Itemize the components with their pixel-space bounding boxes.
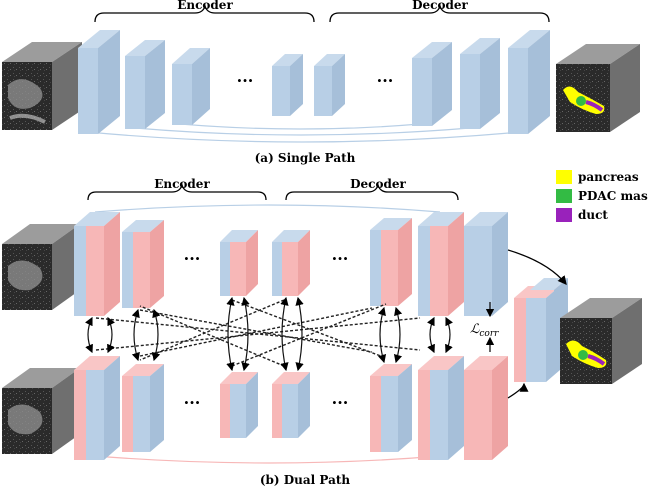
legend-swatch-pdac-mass: [556, 189, 572, 203]
legend-label-duct: duct: [578, 208, 608, 222]
dual-input-ct-top: [2, 224, 80, 310]
dual-encoder-label: Encoder: [154, 177, 210, 191]
decoder-brace: [329, 3, 550, 23]
dual-decoder-brace: [285, 182, 459, 201]
decoder-block-3: [460, 38, 500, 129]
dual-path-group: Encoder Decoder: [2, 177, 642, 487]
cross-connection: [139, 307, 373, 357]
top-encoder-block-2: [122, 220, 164, 308]
skip-connection-3: [179, 123, 421, 130]
vertical-exchanges: [85, 296, 453, 372]
encoder-brace: [94, 3, 315, 23]
legend-swatch-pancreas: [556, 170, 572, 184]
exchange-arrow: [445, 316, 453, 354]
bottom-decoder-block-3: [418, 356, 464, 460]
single-path-group: Encoder Decoder: [2, 0, 640, 165]
loss-subscript: corr: [479, 329, 499, 339]
top-to-fusion-arrow: [507, 249, 567, 286]
bottom-path-skip: [94, 455, 441, 464]
exchange-arrow: [85, 316, 93, 354]
skip-connection-1: [87, 131, 521, 143]
cross-connection: [139, 299, 285, 361]
fusion-block: [514, 278, 568, 382]
input-ct-volume: [2, 42, 82, 130]
bottom-decoder-block-2: [370, 364, 412, 452]
bottom-encoder-block-2: [122, 364, 164, 452]
cross-connection: [139, 305, 285, 367]
exchange-arrow: [427, 316, 435, 354]
exchange-arrow: [107, 316, 115, 354]
cross-connection: [231, 303, 387, 367]
legend-swatch-duct: [556, 208, 572, 222]
legend: pancreas PDAC mass duct: [556, 170, 648, 222]
top-decoder-block-3: [418, 212, 464, 316]
dual-encoder-brace: [87, 182, 267, 201]
cross-path-connections: [95, 299, 421, 367]
decoder-block-2: [412, 42, 452, 126]
loss-symbol: ℒ: [470, 322, 480, 337]
dual-input-ct-bottom: [2, 368, 80, 454]
decoder-block-1: [314, 54, 345, 116]
bottom-encoder-block-1: [74, 356, 120, 460]
decoder-label: Decoder: [412, 0, 468, 12]
top-ellipsis-encoder: ···: [184, 249, 201, 268]
bottom-decoder-block-1: [272, 372, 310, 438]
exchange-arrow: [377, 306, 387, 364]
encoder-block-2: [125, 40, 165, 129]
output-segmentation-volume: [556, 44, 640, 132]
bottom-ellipsis-encoder: ···: [184, 393, 201, 412]
encoder-block-1: [78, 30, 120, 134]
cross-connection: [95, 317, 421, 351]
encoder-label: Encoder: [177, 0, 233, 12]
decoder-block-4: [508, 30, 550, 134]
caption-dual-path: (b) Dual Path: [260, 473, 351, 487]
loss-label: ℒcorr: [470, 322, 499, 339]
legend-label-pdac-mass: PDAC mass: [578, 189, 648, 203]
top-encoder-block-1: [74, 212, 120, 316]
encoder-block-3: [172, 48, 210, 125]
skip-connection-2: [134, 127, 471, 136]
dual-decoder-label: Decoder: [350, 177, 406, 191]
skip-connections: [87, 123, 521, 143]
bottom-encoder-block-3: [220, 372, 258, 438]
encoder-block-4: [272, 54, 303, 116]
exchange-arrow: [393, 306, 403, 364]
top-decoder-block-1: [272, 230, 310, 296]
top-output-block: [464, 212, 508, 316]
bottom-ellipsis-decoder: ···: [332, 393, 349, 412]
exchange-arrow: [295, 296, 304, 372]
exchange-arrow: [241, 296, 250, 372]
top-path-skip: [94, 204, 441, 213]
caption-single-path: (a) Single Path: [255, 151, 356, 165]
top-encoder-block-3: [220, 230, 258, 296]
dual-output-segmentation: [560, 298, 642, 384]
bottom-to-fusion-arrow: [507, 382, 529, 399]
cross-connection: [139, 309, 373, 353]
exchange-arrow: [226, 296, 235, 372]
top-ellipsis-decoder: ···: [332, 249, 349, 268]
legend-label-pancreas: pancreas: [578, 170, 639, 184]
exchange-arrow: [131, 308, 140, 362]
top-decoder-block-2: [370, 218, 412, 306]
exchange-arrow: [152, 308, 161, 362]
bottom-output-block: [464, 356, 508, 460]
ellipsis-decoder: ···: [377, 71, 394, 90]
cross-connection: [231, 299, 387, 359]
exchange-arrow: [280, 296, 289, 372]
ellipsis-encoder: ···: [237, 71, 254, 90]
